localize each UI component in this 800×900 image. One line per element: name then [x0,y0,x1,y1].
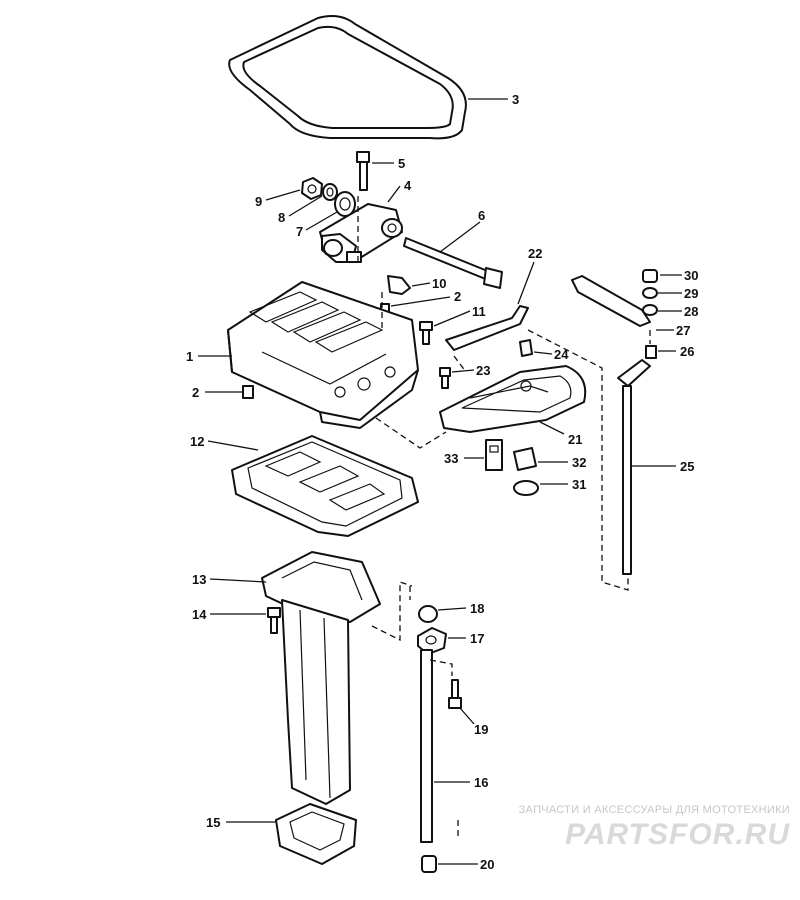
bushing-part-24 [519,339,553,357]
callout-4: 4 [404,178,412,193]
seal-part-15 [226,803,357,865]
callout-12: 12 [190,434,204,449]
callout-3: 3 [512,92,519,107]
screw-part-23 [439,367,475,389]
callout-29: 29 [684,286,698,301]
bracket-part-22 [445,261,535,351]
callout-8: 8 [278,210,285,225]
bolt-part-11 [419,310,471,345]
callout-31: 31 [572,477,586,492]
watermark-tagline: ЗАПЧАСТИ И АКСЕССУАРЫ ДЛЯ МОТОТЕХНИКИ [518,804,790,816]
callout-30: 30 [684,268,698,283]
bushing-part-20 [421,855,478,873]
lever-part-27 [571,275,674,331]
callout-17: 17 [470,631,484,646]
callout-33: 33 [444,451,458,466]
exhaust-housing-part-13 [209,551,381,805]
callout-13: 13 [192,572,206,587]
adapter-plate-part-1 [198,281,419,429]
callout-6: 6 [478,208,485,223]
callout-25: 25 [680,459,694,474]
seal-ring-part [228,15,508,140]
callout-7: 7 [296,224,303,239]
shaft-part-16 [420,649,470,843]
assembly-guide-lines [357,196,651,840]
cam-plate-part-21 [439,365,587,435]
small-parts-31-33 [464,439,568,496]
callout-2b: 2 [192,385,199,400]
bracket-part-4 [319,185,403,263]
bushing-part-17-18 [417,605,467,655]
callout-20: 20 [480,857,494,872]
callout-labels: 1 2 2 3 4 5 6 7 8 9 10 11 12 13 14 15 16… [186,92,698,872]
callout-1: 1 [186,349,193,364]
callout-27: 27 [676,323,690,338]
link-rod-part-25 [617,345,676,575]
callout-5: 5 [398,156,405,171]
callout-11: 11 [472,304,486,319]
callout-28: 28 [684,304,698,319]
callout-10: 10 [432,276,446,291]
callout-9: 9 [255,194,262,209]
watermark-logo: PARTSFOR.RU [565,818,790,851]
bolt-part-19 [448,679,475,725]
long-bolt-part-6 [403,221,503,289]
gasket-part-12 [207,435,419,537]
callout-22: 22 [528,246,542,261]
callout-18: 18 [470,601,484,616]
callout-32: 32 [572,455,586,470]
callout-2: 2 [454,289,461,304]
callout-23: 23 [476,363,490,378]
callout-16: 16 [474,775,488,790]
callout-21: 21 [568,432,582,447]
callout-26: 26 [680,344,694,359]
dowel-pins [205,296,451,399]
callout-14: 14 [192,607,207,622]
callout-19: 19 [474,722,488,737]
callout-24: 24 [554,347,569,362]
bolt-part-5 [356,151,394,191]
fitting-part-10 [387,275,431,295]
small-parts-28-30 [642,269,682,316]
washer-nut-group [265,177,356,231]
callout-15: 15 [206,815,220,830]
bolt-part-14 [210,607,281,634]
